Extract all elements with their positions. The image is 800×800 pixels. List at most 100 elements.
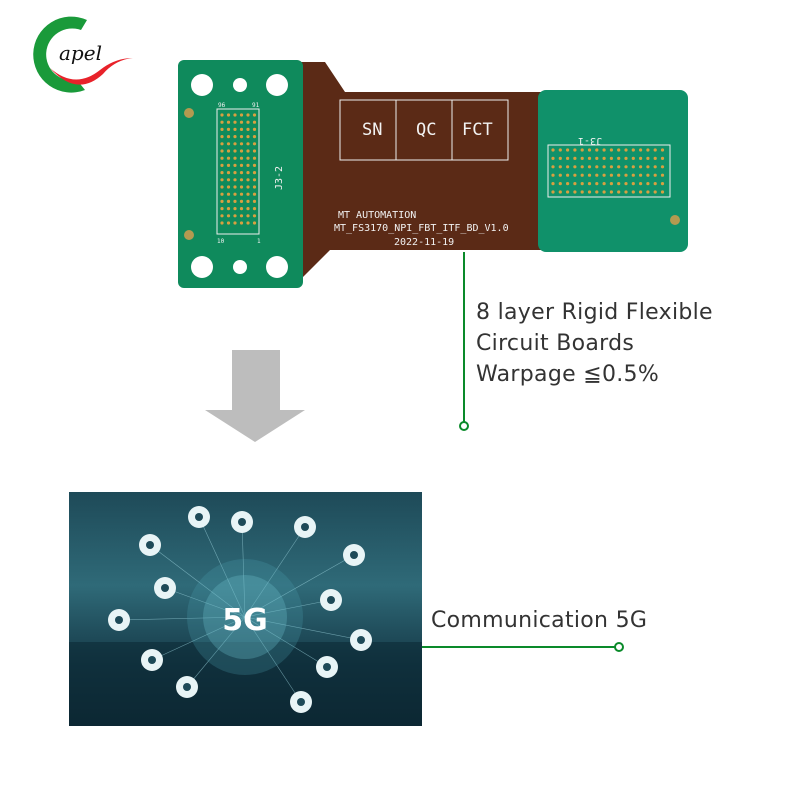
pin <box>617 190 621 194</box>
pin <box>252 127 257 131</box>
pin <box>580 173 584 177</box>
pin <box>595 182 599 186</box>
svg-text:96: 96 <box>218 102 226 109</box>
pin <box>233 156 237 160</box>
pin <box>566 190 570 194</box>
pin <box>226 156 231 160</box>
pin <box>252 163 257 167</box>
pin <box>252 221 257 225</box>
pin <box>233 221 237 225</box>
pin <box>660 190 665 194</box>
pin <box>246 113 250 117</box>
pin <box>239 171 244 175</box>
pin <box>233 178 237 182</box>
callout-dot <box>614 642 624 652</box>
pin <box>252 113 257 117</box>
5g-communication-image: 5G <box>69 492 422 726</box>
pin <box>233 149 237 153</box>
pin <box>220 171 224 175</box>
pin <box>220 207 224 211</box>
pin <box>226 178 231 182</box>
pin <box>639 173 643 177</box>
pin <box>595 156 599 160</box>
svg-text:J3-1: J3-1 <box>578 135 602 146</box>
pin <box>602 148 606 152</box>
svg-text:QC: QC <box>416 120 436 140</box>
pin <box>609 148 613 152</box>
pin <box>226 199 231 203</box>
svg-text:J3-2: J3-2 <box>274 166 285 190</box>
callout-line-application <box>422 646 618 648</box>
svg-text:1: 1 <box>257 238 261 245</box>
callout-line-board <box>463 252 465 425</box>
svg-text:MT AUTOMATION: MT AUTOMATION <box>338 210 416 221</box>
pin <box>246 185 250 189</box>
pin <box>220 142 224 146</box>
rigid-flex-pcb-photo: SN QC FCT MT AUTOMATION MT_FS3170_NPI_FB… <box>178 60 688 288</box>
pin <box>602 182 606 186</box>
pin <box>646 182 650 186</box>
pin <box>617 156 621 160</box>
pin <box>252 214 257 218</box>
pin <box>660 148 665 152</box>
pin <box>239 185 244 189</box>
pin <box>220 135 224 139</box>
pin <box>653 165 657 169</box>
pin <box>246 199 250 203</box>
pin <box>551 182 555 186</box>
pin <box>639 165 643 169</box>
pin <box>595 148 599 152</box>
pin <box>233 142 237 146</box>
application-label: Communication 5G <box>431 608 648 633</box>
pin <box>624 148 628 152</box>
pin <box>239 135 244 139</box>
pin <box>226 171 231 175</box>
svg-text:MT_FS3170_NPI_FBT_ITF_BD_V1.0: MT_FS3170_NPI_FBT_ITF_BD_V1.0 <box>334 223 509 234</box>
pin <box>239 113 244 117</box>
pin <box>639 156 643 160</box>
callout-dot <box>459 421 469 431</box>
pin <box>239 192 244 196</box>
pin <box>246 120 250 124</box>
pin <box>252 142 257 146</box>
pin <box>233 113 237 117</box>
pin <box>566 148 570 152</box>
pin <box>246 142 250 146</box>
pin <box>609 173 613 177</box>
pin <box>653 182 657 186</box>
pin <box>631 156 635 160</box>
pin <box>558 173 562 177</box>
pin <box>252 135 257 139</box>
pin <box>246 178 250 182</box>
pin <box>233 127 237 131</box>
pin <box>646 173 650 177</box>
pin <box>252 156 257 160</box>
pin <box>573 182 577 186</box>
pin <box>631 165 635 169</box>
pin <box>566 165 570 169</box>
pin <box>639 190 643 194</box>
pin <box>551 173 555 177</box>
pin <box>624 182 628 186</box>
pin <box>631 190 635 194</box>
pin <box>233 120 237 124</box>
pin <box>558 148 562 152</box>
pin <box>246 163 250 167</box>
pin <box>660 156 665 160</box>
pin <box>558 165 562 169</box>
pin <box>226 142 231 146</box>
description-line: Circuit Boards <box>476 331 635 356</box>
pin <box>573 173 577 177</box>
pin <box>573 156 577 160</box>
pin <box>239 214 244 218</box>
pin <box>239 156 244 160</box>
pin <box>587 148 592 152</box>
pin <box>246 149 250 153</box>
pin <box>239 120 244 124</box>
pin <box>246 214 250 218</box>
svg-text:apel: apel <box>59 41 102 65</box>
pin <box>220 163 224 167</box>
pin <box>624 190 628 194</box>
pin <box>587 156 592 160</box>
pin <box>580 165 584 169</box>
